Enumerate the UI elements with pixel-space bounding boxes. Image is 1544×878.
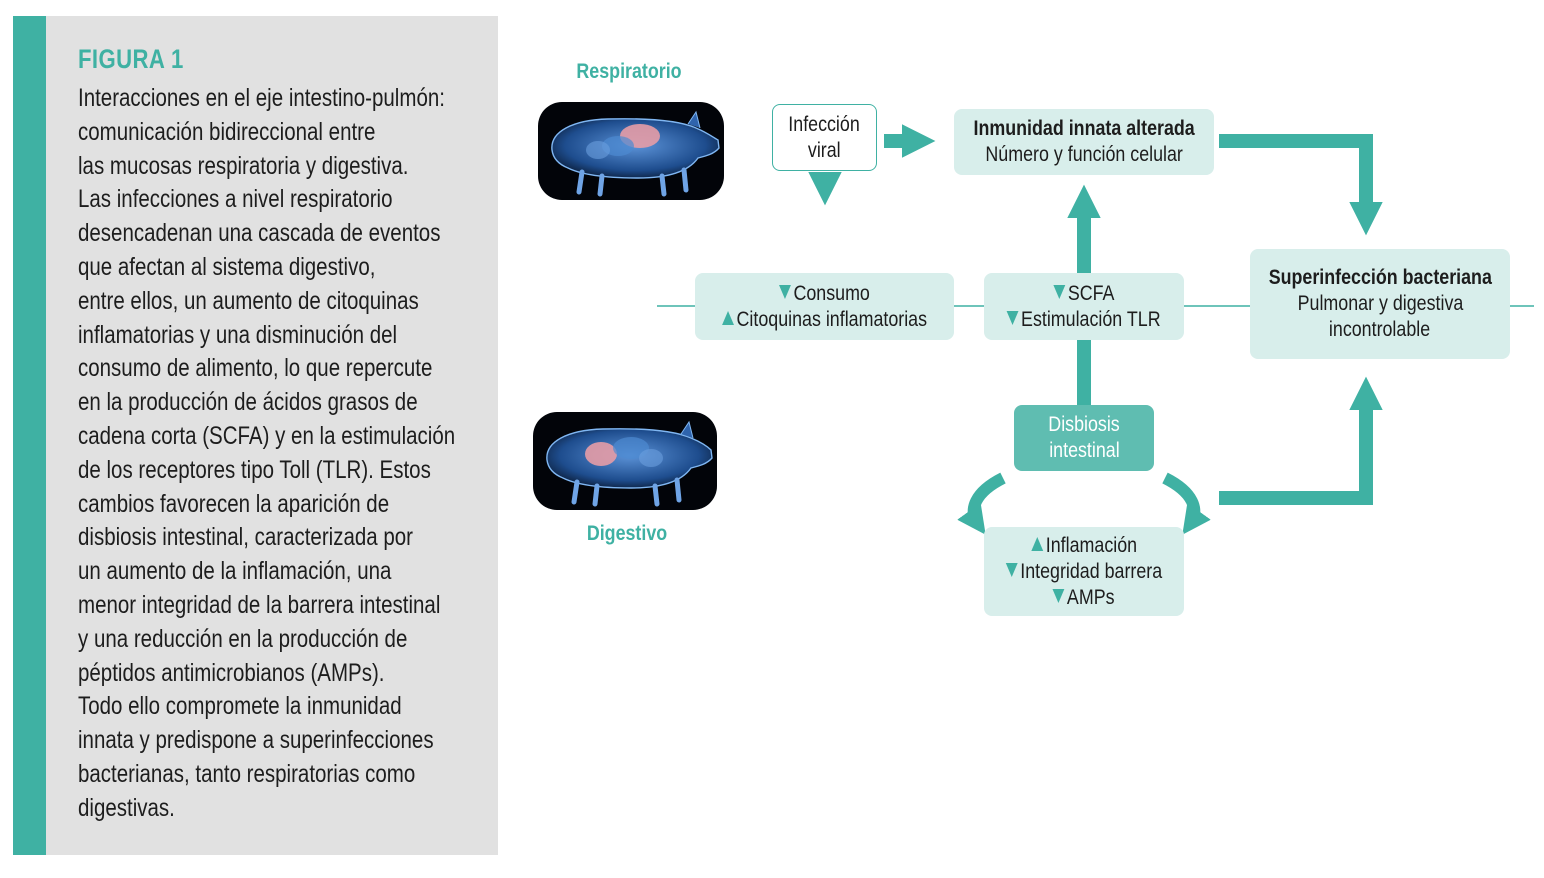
caption-line: desencadenan una cascada de eventos [78,219,441,248]
arrow-down-icon [1053,284,1066,299]
caption-line: Todo ello compromete la inmunidad [78,692,402,721]
viral-infection-line1: Infección [788,112,861,136]
caption-line: consumo de alimento, lo que repercute [78,354,433,383]
digestive-label: Digestivo [586,522,668,545]
caption-accent-bar [13,16,46,855]
caption-line: y una reducción en la producción de [78,624,408,653]
scfa-line2: Estimulación TLR [1021,307,1162,331]
innate-immunity-title: Inmunidad innata alterada [973,117,1195,140]
consumption-line1: Consumo [793,281,870,305]
digestive-pig-image [533,412,717,510]
scfa-box: SCFA Estimulación TLR [984,273,1184,340]
superinfection-box: Superinfección bacteriana Pulmonar y dig… [1250,249,1510,359]
dysbiosis-box: Disbiosis intestinal [1014,405,1154,471]
superinfection-title: Superinfección bacteriana [1268,266,1492,289]
viral-infection-box: Infección viral [772,104,877,171]
caption-line: un aumento de la inflamación, una [78,557,392,586]
arrow-down-icon [779,284,791,299]
pig-respiratory-icon [551,110,720,197]
consumption-box: Consumo Citoquinas inflamatorias [695,273,954,340]
arrow-up-icon [1031,536,1044,551]
caption-line: comunicación bidireccional entre [78,117,376,146]
innate-immunity-box: Inmunidad innata alterada Número y funci… [954,109,1214,175]
arrow-immunity-to-superinfection [1219,134,1383,236]
caption-line: menor integridad de la barrera intestina… [78,590,441,619]
superinfection-line2: incontrolable [1329,318,1431,341]
curved-arrow-right [1162,472,1211,535]
inflammation-box: Inflamación Integridad barrera AMPs [984,527,1184,616]
caption-line: inflamatorias y una disminución del [78,320,398,349]
respiratory-label: Respiratorio [576,60,682,83]
arrow-down-icon [1006,310,1019,325]
caption-line: Las infecciones a nivel respiratorio [78,185,393,214]
consumption-line2: Citoquinas inflamatorias [736,307,927,331]
caption-line: bacterianas, tanto respiratorias como [78,759,416,788]
caption-line: disbiosis intestinal, caracterizada por [78,523,414,552]
caption-line: innata y predispone a superinfecciones [78,726,434,755]
figure-label: FIGURA 1 [78,44,184,74]
arrow-down-icon [1005,562,1018,577]
dysbiosis-line1: Disbiosis [1048,413,1120,436]
caption-line: de los receptores tipo Toll (TLR). Estos [78,455,431,484]
pig-digestive-icon [546,420,713,507]
arrow-down-icon [1052,588,1065,603]
caption-line: péptidos antimicrobianos (AMPs). [78,658,385,687]
superinfection-line1: Pulmonar y digestiva [1297,292,1463,315]
inflammation-line2: Integridad barrera [1020,559,1163,583]
inflammation-line3: AMPs [1067,585,1116,609]
caption-line: cadena corta (SCFA) y en la estimulación [78,421,456,450]
inflammation-line1: Inflamación [1045,533,1137,557]
caption-line: que afectan al sistema digestivo, [78,252,376,281]
innate-immunity-subtitle: Número y función celular [985,143,1183,166]
caption-line: en la producción de ácidos grasos de [78,388,418,417]
caption-line: las mucosas respiratoria y digestiva. [78,151,409,180]
dysbiosis-line2: intestinal [1048,439,1120,462]
arrow-inflammation-to-superinfection [1219,376,1383,505]
caption-panel: FIGURA 1 Interacciones en el eje intesti… [46,16,498,855]
caption-line: digestivas. [78,793,175,822]
caption-line: cambios favorecen la aparición de [78,489,390,518]
scfa-line1: SCFA [1067,281,1115,305]
caption-line: Interacciones en el eje intestino-pulmón… [78,84,445,112]
respiratory-pig-image [538,102,724,200]
figure-caption: Interacciones en el eje intestino-pulmón… [78,82,463,826]
caption-line: entre ellos, un aumento de citoquinas [78,286,419,315]
arrow-up-icon [722,310,734,325]
viral-infection-line2: viral [808,138,841,162]
curved-arrow-left [957,472,1006,535]
